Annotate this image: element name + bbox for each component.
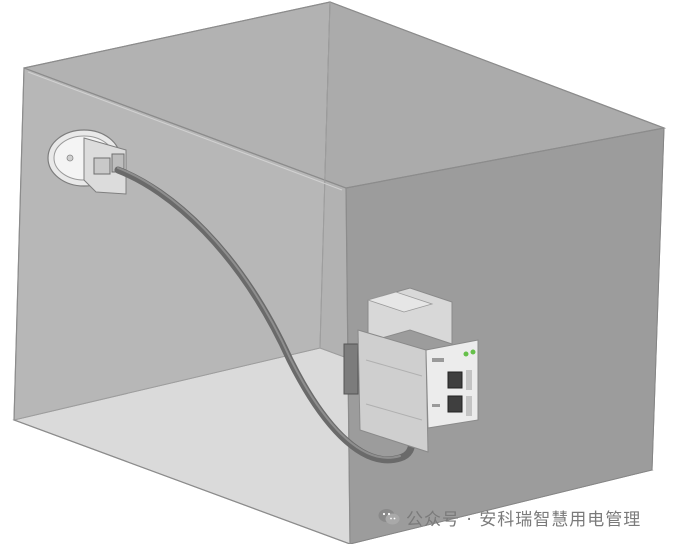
watermark-text: 公众号 · 安科瑞智慧用电管理 [406,509,642,530]
box-right-wall [345,127,665,544]
box-inner-edge [27,71,343,191]
network-cable-highlight [117,167,401,459]
box-top-edge [23,1,667,189]
box-inner-edge [319,1,331,349]
din-rail-module [343,287,479,453]
wechat-icon [378,509,400,525]
watermark: 公众号 · 安科瑞智慧用电管理 [378,504,641,530]
rj45-panel-socket [47,129,127,195]
